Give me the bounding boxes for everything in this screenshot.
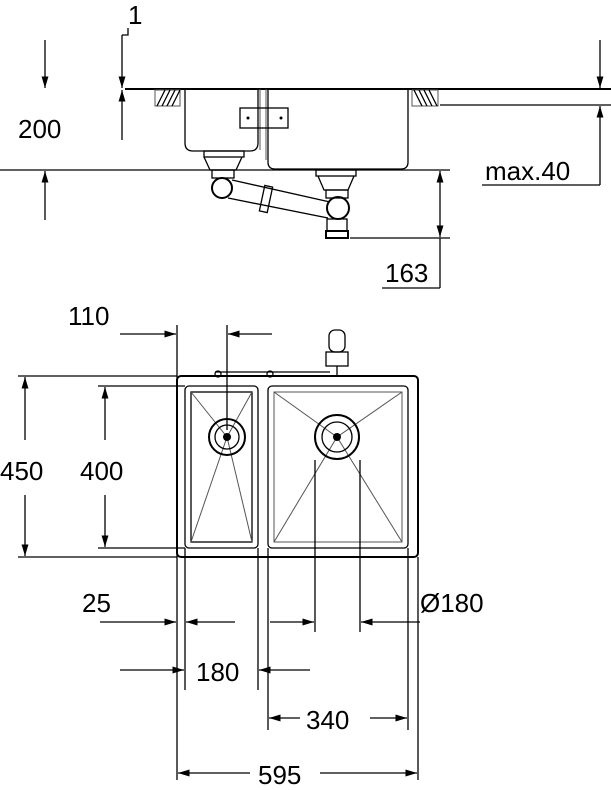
dim-1: 1 bbox=[128, 0, 142, 30]
dim-180: 180 bbox=[196, 657, 239, 687]
overflow-pipe bbox=[214, 329, 349, 378]
hatch-left bbox=[154, 89, 181, 107]
large-bowl-side bbox=[267, 89, 409, 170]
dim-25: 25 bbox=[82, 588, 111, 618]
plan-view: 110 450 400 25 Ø180 180 340 bbox=[0, 301, 484, 790]
dim-340: 340 bbox=[306, 705, 349, 735]
small-bowl-side bbox=[184, 89, 259, 152]
hatch-right bbox=[411, 89, 439, 107]
side-view: 200 1 max.40 163 bbox=[0, 0, 611, 289]
dim-max-40: max.40 bbox=[485, 156, 570, 186]
small-bowl bbox=[184, 385, 259, 549]
sink-outline bbox=[176, 375, 419, 558]
dim-200: 200 bbox=[18, 114, 61, 144]
dim-450: 450 bbox=[0, 456, 43, 486]
dim-595: 595 bbox=[258, 760, 301, 790]
dim-163: 163 bbox=[385, 258, 428, 288]
drain-siphon bbox=[203, 150, 357, 239]
large-bowl bbox=[267, 385, 409, 549]
dim-400: 400 bbox=[80, 456, 123, 486]
drain-large bbox=[314, 414, 360, 460]
mounting-bracket bbox=[239, 107, 289, 129]
dim-diameter-180: Ø180 bbox=[420, 588, 484, 618]
dim-110: 110 bbox=[68, 301, 109, 331]
